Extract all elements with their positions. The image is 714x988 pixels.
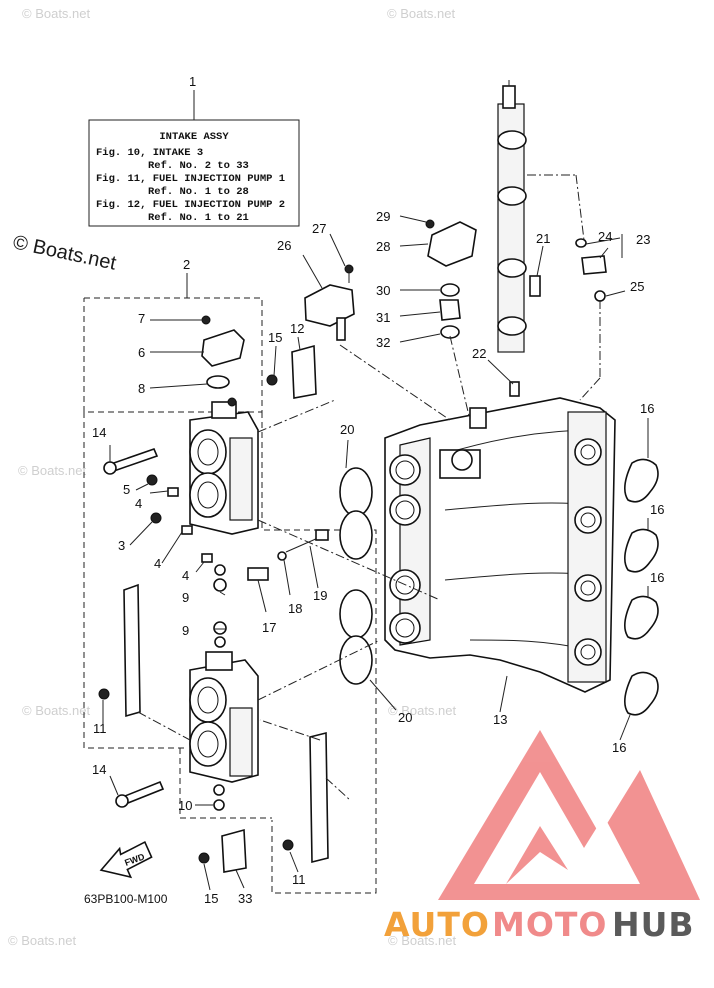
watermark: © Boats.net	[8, 933, 77, 948]
brackets	[123, 344, 329, 873]
watermark: © Boats.net	[387, 6, 456, 21]
callout-label: 5	[123, 482, 130, 497]
callout-label: 15	[204, 891, 218, 906]
callout-label: 15	[268, 330, 282, 345]
callout-label: 24	[598, 229, 612, 244]
callout-label: 8	[138, 381, 145, 396]
throttle-body-upper	[189, 397, 259, 535]
callout-label: 16	[640, 401, 654, 416]
box-title: INTAKE ASSY	[159, 131, 229, 143]
callout-label: 13	[493, 712, 507, 727]
callout-label: 6	[138, 345, 145, 360]
callout-label: 4	[154, 556, 161, 571]
callout-label: 2	[183, 257, 190, 272]
callout-numbers: 1 2 3 4 4 4 5 6 7 8 9 9 10 11 11 12 13 1…	[92, 74, 664, 906]
watermark: © Boats.net	[22, 703, 91, 718]
fuel-rail	[497, 80, 527, 353]
callout-label: 22	[472, 346, 486, 361]
box-line: Ref. No. 1 to 21	[148, 212, 249, 224]
callout-label: 29	[376, 209, 390, 224]
callout-label: 10	[178, 798, 192, 813]
small-parts	[98, 219, 607, 864]
diagram-code: 63PB100-M100	[84, 892, 168, 906]
callout-label: 12	[290, 321, 304, 336]
throttle-body-lower	[189, 651, 259, 783]
callout-label: 25	[630, 279, 644, 294]
brand-text-moto: MOTO	[492, 905, 607, 944]
callout-label: 28	[376, 239, 390, 254]
callout-label: 7	[138, 311, 145, 326]
callout-label: 17	[262, 620, 276, 635]
callout-label: 20	[340, 422, 354, 437]
callout-label: 27	[312, 221, 326, 236]
rail-clamp	[497, 130, 527, 336]
callout-label: 4	[135, 496, 142, 511]
callout-label: 33	[238, 891, 252, 906]
callout-label: 14	[92, 762, 106, 777]
callout-label: 16	[612, 740, 626, 755]
callout-label: 19	[313, 588, 327, 603]
callout-label: 9	[182, 590, 189, 605]
automotohub-wordmark: AUTO MOTO HUB	[384, 905, 695, 944]
callout-label: 4	[182, 568, 189, 583]
callout-label: 18	[288, 601, 302, 616]
automotohub-logo	[438, 730, 700, 900]
leader-lines	[102, 215, 649, 891]
gaskets	[339, 458, 659, 716]
brand-text-hub: HUB	[612, 905, 695, 944]
watermark: © Boats.net	[388, 933, 457, 948]
callout-label: 9	[182, 623, 189, 638]
brand-text-auto: AUTO	[384, 905, 490, 944]
callout-label: 20	[398, 710, 412, 725]
box-line: Fig. 10, INTAKE 3	[96, 147, 203, 159]
callout-label: 1	[189, 74, 196, 89]
callout-label: 14	[92, 425, 106, 440]
fwd-arrow: FWD	[99, 840, 153, 879]
callout-label: 30	[376, 283, 390, 298]
callout-label: 11	[93, 721, 107, 736]
box-line: Fig. 12, FUEL INJECTION PUMP 2	[96, 199, 285, 211]
watermark: © Boats.net	[18, 463, 87, 478]
box-line: Ref. No. 2 to 33	[148, 160, 249, 172]
watermark-large: © Boats.net	[11, 231, 119, 274]
callout-label: 11	[292, 872, 306, 887]
alignment-lines	[137, 174, 601, 801]
callout-label: 32	[376, 335, 390, 350]
callout-label: 23	[636, 232, 650, 247]
callout-label: 16	[650, 570, 664, 585]
callout-label: 21	[536, 231, 550, 246]
intake-manifold	[384, 397, 616, 713]
throttle-body-group-outline	[83, 273, 377, 894]
watermark: © Boats.net	[388, 703, 457, 718]
callout-label: 16	[650, 502, 664, 517]
callout-label: 31	[376, 310, 390, 325]
intake-assy-box: INTAKE ASSY Fig. 10, INTAKE 3 Ref. No. 2…	[88, 90, 300, 227]
box-line: Fig. 11, FUEL INJECTION PUMP 1	[96, 173, 285, 185]
watermark: © Boats.net	[22, 6, 91, 21]
callout-label: 26	[277, 238, 291, 253]
callout-label: 3	[118, 538, 125, 553]
box-line: Ref. No. 1 to 28	[148, 186, 249, 198]
